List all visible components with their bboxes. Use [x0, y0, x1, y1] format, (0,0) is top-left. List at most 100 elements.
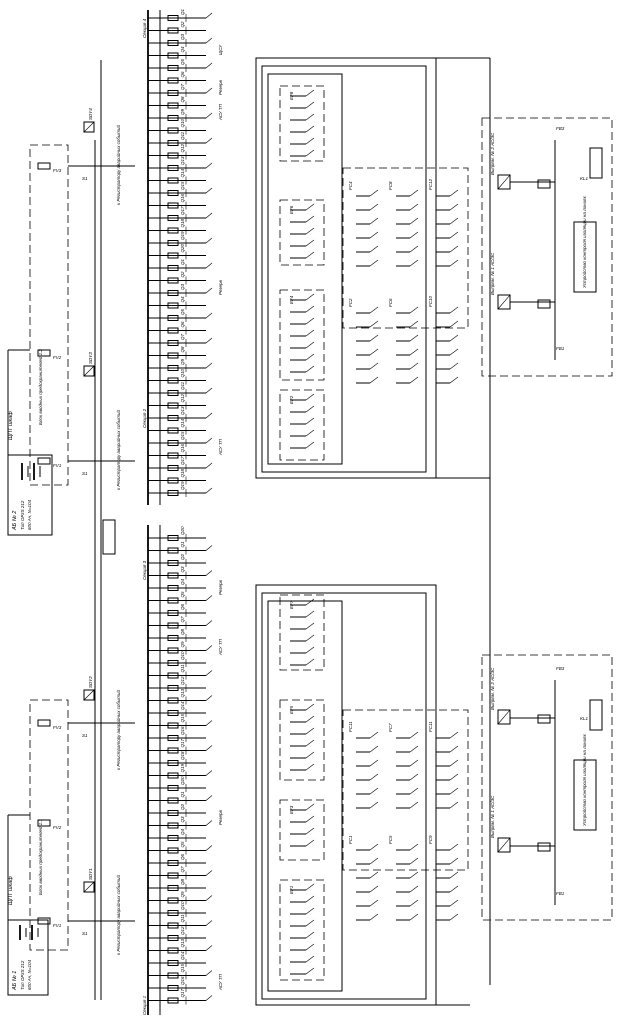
feeder-row: Q16	[148, 193, 206, 210]
feeder-label: Q8	[180, 346, 185, 353]
group-asu-2: АСУ ТП	[218, 438, 223, 456]
feeder-row: Q10	[148, 118, 206, 135]
ef-contact-blade	[305, 703, 315, 711]
feeder-fuse	[167, 710, 179, 716]
section-4-label: Секция 4	[142, 18, 147, 38]
ef-contact-blade	[305, 815, 315, 823]
feeder-label: Q19	[180, 481, 185, 490]
rectifier-1b-label: Выпрям. № 1 АС/ЗС	[490, 795, 495, 838]
feeder-fuse	[167, 547, 179, 554]
feeder-label: Q18	[180, 468, 185, 477]
feeder-label: Q9	[180, 108, 185, 115]
ef-contact-blade	[305, 149, 315, 157]
feeder-label: Q18	[180, 751, 185, 760]
section-1-label: Секция 1	[142, 995, 147, 1015]
feeder-fuse	[167, 810, 179, 816]
fuse-block-2: Блок вводных предохранителей 1.2 FV3 FV2…	[29, 144, 69, 486]
feeder-label: Q11	[180, 664, 185, 673]
fc-contact-blade	[409, 899, 419, 907]
feeder-row: Q15	[148, 181, 213, 197]
ef-contact-blade	[305, 405, 315, 413]
ef-contact-blade	[305, 634, 315, 642]
fc-contact-blade	[409, 306, 419, 314]
feeder-fuse	[167, 390, 179, 396]
fc-column: FC5	[388, 835, 419, 921]
feeder-fuse	[167, 290, 179, 296]
group-reserve-1: Резерв	[218, 810, 223, 825]
feeder-row: Q18	[148, 468, 206, 485]
feeder-label: Q9	[180, 641, 185, 648]
feeder-label: Q10	[180, 651, 185, 660]
fc-contact-blade	[449, 376, 459, 384]
fc-contact-blade	[409, 773, 419, 781]
ef-contact-blade	[305, 101, 315, 109]
ef-contact-blade	[305, 203, 315, 211]
feeder-label: Q10	[180, 901, 185, 910]
ef-label: EF7	[289, 600, 294, 609]
fc-column: FC2	[348, 298, 379, 384]
feeder-label: Q11	[180, 131, 185, 140]
feeder-row: Q1	[148, 541, 213, 555]
ef-group: EF3	[279, 799, 325, 861]
feeder-row: Q16	[148, 443, 206, 460]
fc-contact-blade	[449, 203, 459, 211]
fc-column: FC6	[388, 298, 419, 384]
feeder-row: Q5	[148, 841, 213, 855]
feeder-fuse	[167, 40, 179, 46]
feeder-rows: Q1Q2Q3Q4Q5Q6Q7Q8Q9Q10Q11Q12Q13Q14Q15Q16Q…	[148, 8, 213, 1005]
feeder-label: Q4	[180, 46, 185, 53]
feeder-row: Q19	[148, 481, 213, 497]
feeder-row: Q4	[148, 578, 206, 592]
feeder-fuse	[167, 560, 179, 566]
feeder-row: Q2	[148, 553, 206, 567]
feeder-row: Q6	[148, 853, 206, 867]
feeder-label: Q11	[180, 381, 185, 390]
fc-contact-blade	[369, 871, 379, 879]
fc-label: FC1	[348, 835, 353, 844]
ef-contact-blade	[305, 943, 315, 951]
feeder-row: Q8	[148, 96, 206, 110]
group-asu-4: АСУ ТП	[218, 103, 223, 121]
ef-contact-blade	[305, 329, 315, 337]
feeder-label: Q6	[180, 321, 185, 328]
feeder-row: Q4	[148, 296, 206, 310]
fc-contact-blade	[449, 731, 459, 739]
fc-contact-blade	[409, 203, 419, 211]
feeder-row: Q14	[148, 701, 206, 717]
feeder-row: Q8	[148, 628, 206, 642]
rectifier-2b-label: Выпрям. № 2 АС/ЗС	[490, 667, 495, 710]
feeder-label: Q13	[180, 688, 185, 697]
ef-frame	[279, 699, 325, 781]
fuse-block-1-title: Блок вводных предохранителей 1.1	[37, 819, 43, 895]
feeder-fuse	[167, 340, 179, 346]
feeder-row: Q6	[148, 321, 206, 335]
feeder-label: Q13	[180, 156, 185, 165]
feeder-fuse	[167, 52, 179, 59]
ef-contact-blade	[305, 827, 315, 835]
feeder-row: Q5	[148, 308, 213, 322]
sdy4-label: SDY4	[88, 108, 93, 120]
feeder-label: Q12	[180, 926, 185, 935]
feeder-row: Q8	[148, 878, 206, 892]
feeder-fuse	[167, 65, 179, 71]
feeder-row: Q13	[148, 156, 213, 172]
fc-contact-blade	[369, 320, 379, 328]
recorder-note-1: к Регистратору аварийных событий	[115, 125, 121, 205]
feeder-fuse	[167, 960, 179, 966]
feeder-fuse	[167, 897, 179, 904]
feeder-fuse	[167, 647, 179, 654]
feeder-fuse	[167, 77, 179, 84]
ef-contact-blade	[305, 393, 315, 401]
feeder-fuse	[167, 252, 179, 259]
feeder-label: Q8	[180, 878, 185, 885]
feeder-fuse	[167, 635, 179, 641]
ef-contact-blade	[305, 907, 315, 915]
fc-contact-blade	[409, 857, 419, 865]
fc-contact-blade	[409, 320, 419, 328]
feeder-fuse	[167, 772, 179, 779]
fc-contact-blade	[409, 885, 419, 893]
feeder-label: Q1	[180, 541, 185, 548]
feeder-fuse	[167, 872, 179, 879]
feeder-label: Q8	[180, 96, 185, 103]
fc-label: FC4	[348, 181, 353, 190]
